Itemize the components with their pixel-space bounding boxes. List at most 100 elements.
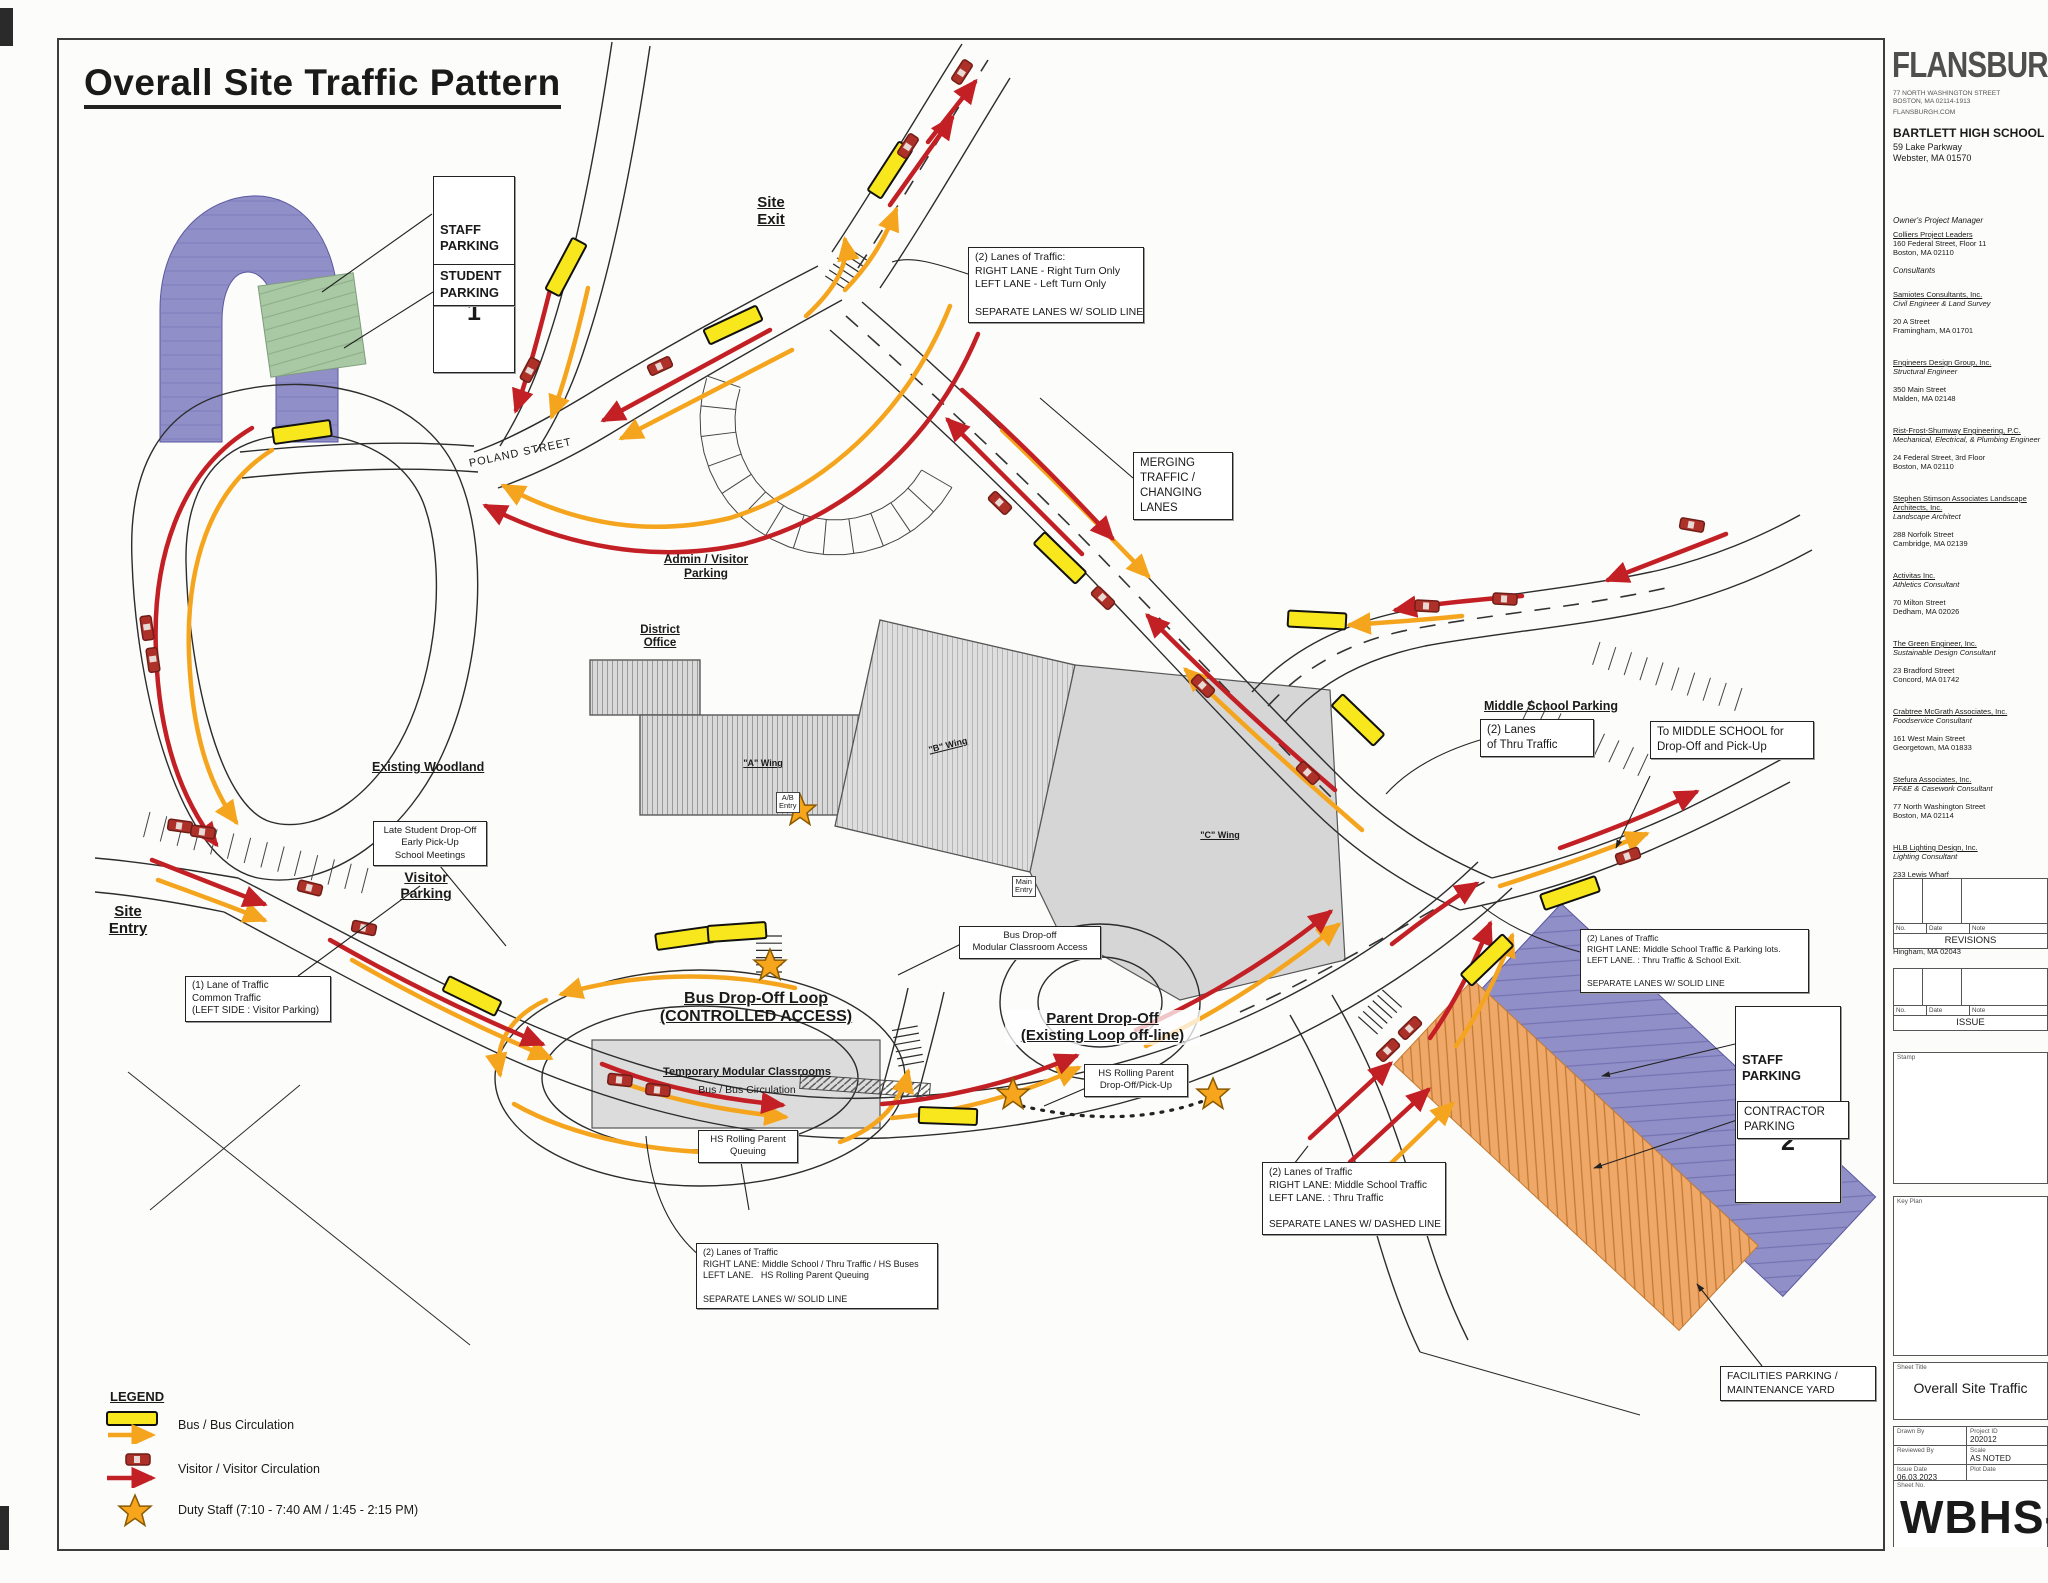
parking-stall-line (707, 453, 742, 467)
consultant-role: Sustainable Design Consultant (1893, 648, 1996, 657)
leader-line (321, 213, 433, 293)
consultant-role: Structural Engineer (1893, 367, 1958, 376)
merging-traffic-callout: MERGING TRAFFIC / CHANGING LANES (1133, 452, 1233, 520)
hs-dropoff-callout: HS Rolling Parent Drop-Off/Pick-Up (1084, 1064, 1188, 1097)
bus-icon (271, 419, 333, 445)
issue-col-date: Date (1927, 1006, 1970, 1015)
consultant-address: 161 West Main Street Georgetown, MA 0183… (1893, 734, 1972, 752)
ms-parking-lanes-callout: (2) Lanes of Traffic RIGHT LANE: Middle … (1580, 929, 1809, 993)
page-title: Overall Site Traffic Pattern (84, 62, 561, 109)
visitor-flow-arrow (327, 937, 546, 1047)
bus-flow-arrow (558, 974, 798, 999)
visitor-flow-arrow (599, 1061, 787, 1115)
consultant-entry: Rist-Frost-Shumway Engineering, P.C. Mec… (1893, 417, 2045, 480)
parking-stall-line (361, 867, 369, 894)
project-address: 59 Lake Parkway Webster, MA 01570 (1893, 142, 1972, 163)
sheet-no-label: Sheet No. (1897, 1482, 1926, 1489)
issue-date-value: 06.03.2023 (1897, 1473, 1938, 1482)
c-wing-building (1029, 664, 1346, 1001)
issue-table: No. Date Note ISSUE (1893, 968, 2048, 1031)
one-lane-callout: (1) Lane of Traffic Common Traffic (LEFT… (185, 976, 331, 1023)
car-icon (296, 879, 324, 897)
visitor-flow-arrow (1307, 1061, 1393, 1141)
parking-stall-line (765, 505, 784, 536)
bus-icon (917, 1106, 979, 1126)
callout-leader-lines (297, 213, 1763, 1367)
visitor-flow-arrow (1604, 531, 1729, 583)
car-icon (951, 59, 973, 85)
bus-icon (1331, 693, 1385, 747)
parking-stall-line (1623, 652, 1633, 676)
consultant-entry: The Green Engineer, Inc. Sustainable Des… (1893, 630, 2045, 693)
firm-website: FLANSBURGH.COM (1893, 109, 1956, 116)
bus-icon (654, 925, 716, 951)
a-wing-label: "A" Wing (743, 758, 783, 768)
parking-stall-line (1608, 740, 1620, 763)
revisions-col-note: Note (1972, 925, 1986, 932)
leader-line (740, 1161, 750, 1211)
bus-icon (1539, 875, 1601, 911)
consultant-entry: Crabtree McGrath Associates, Inc. Foodse… (1893, 698, 2045, 761)
crosswalk-stripe (1377, 994, 1398, 1014)
leader-line (1696, 1283, 1763, 1367)
legend-bus-label: Bus / Bus Circulation (178, 1418, 295, 1432)
bus-flow-arrow (612, 1077, 790, 1127)
legend-duty-label: Duty Staff (7:10 - 7:40 AM / 1:45 - 2:15… (178, 1503, 419, 1517)
project-id-value: 202012 (1970, 1435, 1997, 1444)
parking-stall-line (344, 863, 352, 889)
car-icon (1678, 517, 1706, 533)
scale-value: AS NOTED (1970, 1454, 2011, 1463)
parking-stall-line (792, 514, 805, 549)
consultant-name: Stefura Associates, Inc. (1893, 775, 1972, 784)
consultant-address: 24 Federal Street, 3rd Floor Boston, MA … (1893, 453, 1986, 471)
visitor-flow-arrow (600, 327, 773, 423)
leader-line (1481, 905, 1581, 953)
consultant-role: Landscape Architect (1893, 512, 1961, 521)
leader-line (897, 943, 962, 976)
parking-stall-line (243, 837, 252, 864)
parking-stall-line (1593, 733, 1605, 756)
consultant-name: Activitas Inc. (1893, 571, 1936, 580)
leader-line (1039, 397, 1134, 479)
crosswalk-stripe (893, 1032, 920, 1039)
project-id-label: Project ID (1970, 1428, 1998, 1435)
bus-icon (1460, 933, 1514, 987)
sheet-title-box: Sheet Title Overall Site Traffic (1893, 1362, 2048, 1420)
parking-stall-line (848, 518, 855, 554)
parking-stall-line (1637, 753, 1649, 776)
main-entry-label: Main Entry (1012, 876, 1036, 897)
bus-flow-arrow (999, 427, 1151, 579)
parking-stall-line (1592, 641, 1601, 665)
bus-flow-arrow (1497, 831, 1650, 889)
visitor-flow-arrow (959, 387, 1115, 541)
bus-flow-arrow (548, 285, 591, 420)
bus-icon (702, 305, 764, 345)
bus-flow-arrow (349, 957, 554, 1061)
car-icon (1295, 760, 1321, 786)
titleblock-fields: Drawn By Project ID 202012 Reviewed By S… (1893, 1426, 2048, 1483)
consultant-address: 77 North Washington Street Boston, MA 02… (1893, 802, 1986, 820)
visitor-flow-arrow (1347, 1087, 1431, 1165)
car-icon (519, 356, 541, 384)
visitor-parking-label: Visitor Parking (400, 869, 452, 902)
facilities-parking-callout: FACILITIES PARKING / MAINTENANCE YARD (1720, 1366, 1876, 1402)
opm-name: Colliers Project Leaders (1893, 230, 1973, 239)
leader-line (645, 1135, 701, 1257)
parking-stall-line (226, 833, 235, 859)
visitor-flow-arrow (512, 279, 555, 414)
crosswalk-stripe (844, 245, 868, 261)
bus-flow-arrow (155, 877, 268, 923)
site-exit-label: Site Exit (757, 194, 785, 229)
car-icon (1397, 1015, 1423, 1041)
closed-loop-dotted-line (1020, 1098, 1208, 1119)
plot-date-label: Plot Date (1970, 1466, 1996, 1473)
consultant-role: Mechanical, Electrical, & Plumbing Engin… (1893, 435, 2041, 444)
crosswalk-stripe (895, 1046, 922, 1053)
consultant-name: Samiotes Consultants, Inc. (1893, 290, 1983, 299)
bus-flow-arrow (500, 303, 953, 529)
visitor-flow-arrow (149, 857, 268, 907)
ab-entry-label: A/B Entry (776, 792, 800, 813)
revisions-col-date: Date (1927, 924, 1970, 933)
site-entry-label: Site Entry (108, 903, 148, 938)
car-icon (987, 490, 1013, 516)
